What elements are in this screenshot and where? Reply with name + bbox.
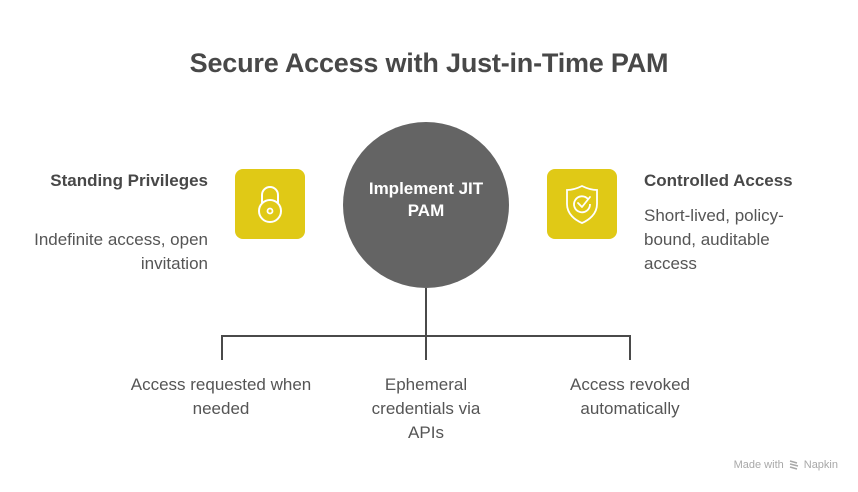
branch-right-line	[629, 335, 631, 360]
right-option-description: Short-lived, policy-bound, auditable acc…	[644, 206, 784, 273]
left-option-title: Standing Privileges	[50, 171, 208, 190]
made-with-napkin: Made with Napkin	[734, 459, 838, 471]
padlock-icon	[258, 186, 282, 223]
hub-stem-line	[425, 288, 427, 360]
footer-prefix: Made with	[733, 459, 784, 471]
branch-left-line	[221, 335, 223, 360]
diagram-title: Secure Access with Just-in-Time PAM	[189, 48, 669, 78]
left-option: Standing Privileges	[38, 169, 208, 192]
right-option-desc-wrap: Short-lived, policy-bound, auditable acc…	[644, 204, 804, 276]
left-option-desc-wrap: Indefinite access, open invitation	[8, 228, 208, 276]
hub-label: Implement JIT PAM	[368, 179, 484, 220]
padlock-icon-box	[235, 169, 305, 239]
left-option-description: Indefinite access, open invitation	[34, 230, 208, 273]
hub-circle: Implement JIT PAM	[343, 122, 509, 288]
branch-label: Access requested when needed	[130, 375, 312, 418]
footer-brand: Napkin	[803, 459, 838, 471]
branch-label: Ephemeral credentials via APIs	[371, 375, 481, 442]
branch-bar-line	[221, 335, 631, 337]
right-option: Controlled Access	[644, 169, 834, 192]
shield-check-icon	[566, 184, 598, 224]
shield-icon-box	[547, 169, 617, 239]
napkin-logo-icon	[789, 460, 798, 470]
right-option-title: Controlled Access	[644, 171, 793, 190]
branch-label: Access revoked automatically	[570, 375, 690, 418]
